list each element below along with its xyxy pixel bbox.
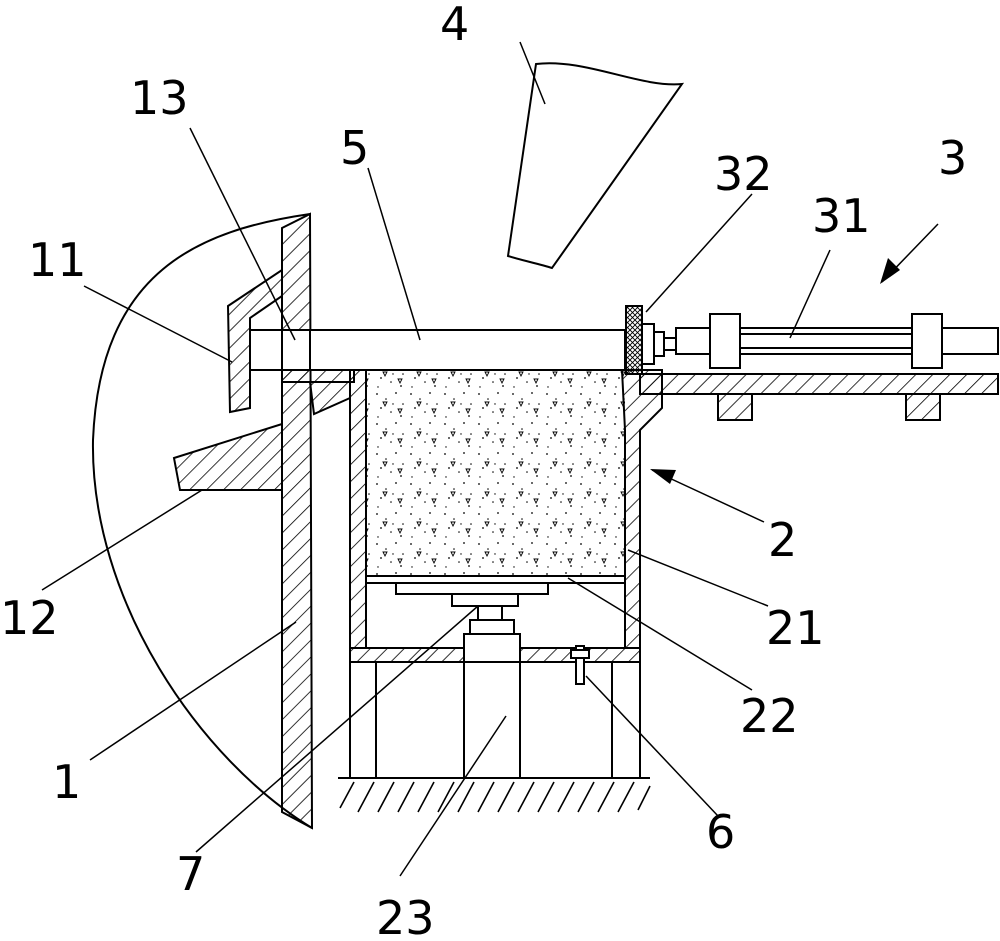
label-31: 31 [812, 189, 871, 243]
cover-plate-5 [249, 329, 626, 371]
shelf-12 [172, 422, 283, 491]
hopper-4 [506, 62, 685, 270]
bracket-11 [226, 268, 283, 414]
label-3: 3 [938, 131, 967, 185]
label-1: 1 [52, 755, 81, 809]
arrow-2 [650, 469, 765, 523]
cylinder-23 [463, 661, 521, 779]
label-6: 6 [706, 805, 735, 859]
container-21 [349, 369, 663, 649]
left-ledge [281, 369, 355, 416]
label-13: 13 [130, 71, 189, 125]
stand-legs [349, 662, 641, 778]
label-23: 23 [376, 891, 435, 941]
label-12: 12 [0, 591, 59, 645]
right-rail [639, 373, 999, 421]
arrow-3 [880, 223, 939, 284]
ground [338, 777, 651, 813]
label-2: 2 [768, 513, 797, 567]
plate-22 [365, 575, 626, 595]
label-21: 21 [766, 601, 825, 655]
leader-lines [41, 41, 831, 877]
mesh-pad-32 [625, 305, 643, 375]
container-base [349, 633, 641, 663]
label-7: 7 [176, 847, 205, 901]
label-5: 5 [340, 121, 369, 175]
labels: 4 13 5 32 3 31 11 2 21 12 22 1 6 7 23 [0, 0, 967, 941]
label-32: 32 [714, 147, 773, 201]
label-22: 22 [740, 689, 799, 743]
label-4: 4 [440, 0, 469, 51]
label-11: 11 [28, 233, 87, 287]
pusher-31 [641, 313, 999, 369]
pin-6 [570, 645, 590, 685]
support-7 [451, 593, 519, 635]
